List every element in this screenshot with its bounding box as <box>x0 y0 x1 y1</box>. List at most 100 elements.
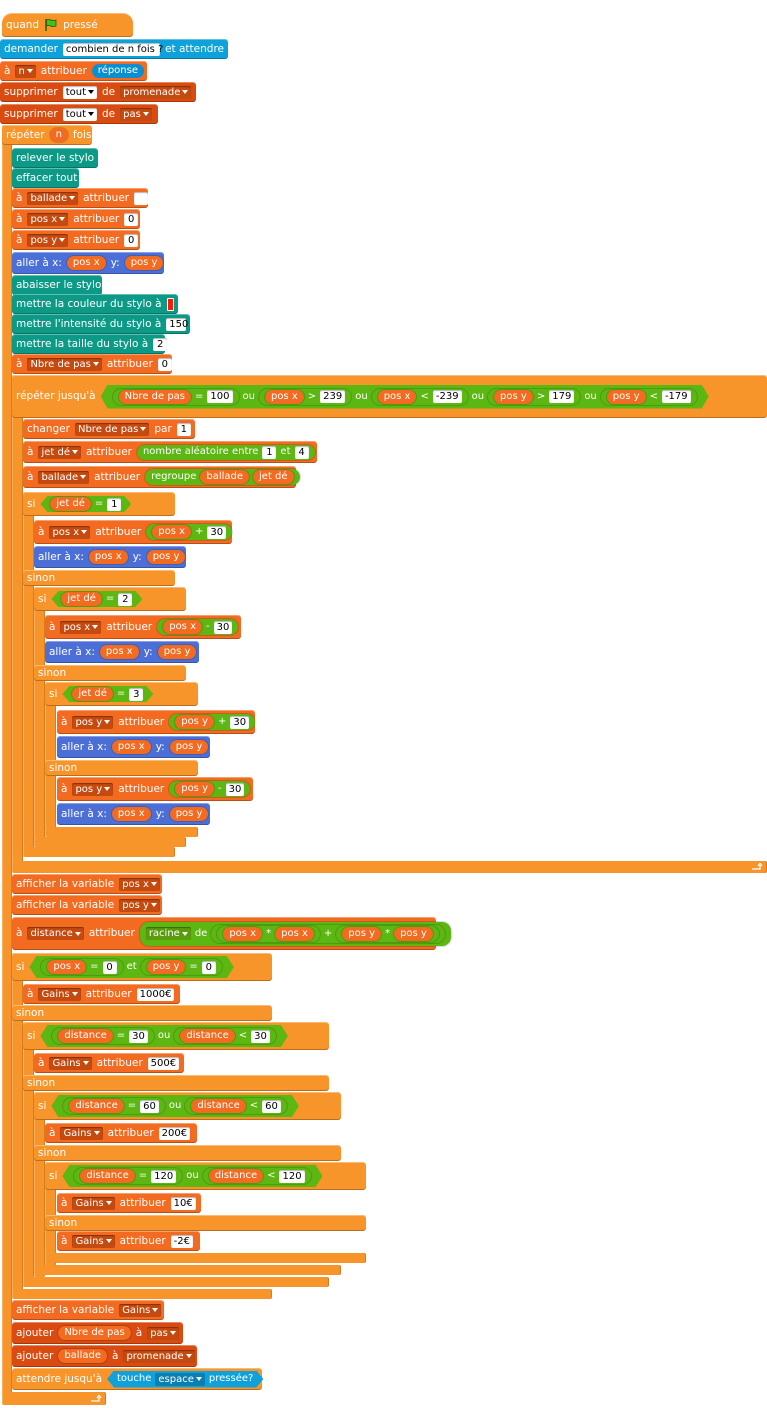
posy-reporter[interactable]: pos y <box>607 390 646 404</box>
posx-reporter[interactable]: pos x <box>111 807 151 821</box>
value-input[interactable]: 30 <box>251 1030 270 1043</box>
posx-reporter[interactable]: pos x <box>99 645 139 659</box>
distance-reporter[interactable]: distance <box>58 1029 112 1043</box>
distance-lt-condition[interactable]: distance<60 <box>185 1098 287 1114</box>
value-input[interactable]: 30 <box>213 620 233 634</box>
list-dropdown-pas[interactable]: pas <box>120 107 152 121</box>
posx-reporter[interactable]: pos x <box>378 390 417 404</box>
key-pressed-condition[interactable]: touche espace pressée? <box>107 1371 263 1388</box>
var-dropdown-posy[interactable]: pos y <box>119 898 160 912</box>
distance-eq-condition[interactable]: distance=60 <box>63 1098 165 1114</box>
pen-down-block[interactable]: abaisser le stylo <box>12 275 102 295</box>
wait-until-key-block[interactable]: attendre jusqu'à touche espace pressée? <box>12 1368 262 1390</box>
posy-reporter[interactable]: pos y <box>124 256 164 270</box>
or-condition[interactable]: distance=30 ou distance<30 <box>40 1025 287 1047</box>
var-dropdown-ballade[interactable]: ballade <box>38 470 90 484</box>
delete-all-pas-block[interactable]: supprimer tout de pas <box>0 104 158 124</box>
nbre-value-input[interactable]: 0 <box>157 357 172 371</box>
posy-times-posy[interactable]: pos y*pos y <box>336 925 439 942</box>
value-input[interactable]: 0 <box>103 961 117 974</box>
posx-reporter[interactable]: pos x <box>223 926 263 941</box>
set-distance-block[interactable]: à distance attribuer racine de pos x*pos… <box>12 917 451 950</box>
sum-reporter[interactable]: pos x*pos x + pos y*pos y <box>211 924 445 943</box>
var-dropdown-ballade[interactable]: ballade <box>27 191 79 205</box>
posy-reporter[interactable]: pos y <box>175 782 214 796</box>
var-dropdown-posx[interactable]: pos x <box>60 620 102 634</box>
ballade-reporter[interactable]: ballade <box>58 1349 107 1363</box>
pen-shade-input[interactable]: 150 <box>166 317 188 331</box>
var-dropdown-gains[interactable]: Gains <box>60 1126 103 1140</box>
posy-reporter[interactable]: pos y <box>494 390 533 404</box>
random-min-input[interactable]: 1 <box>262 445 277 459</box>
value-input[interactable]: 30 <box>225 782 245 796</box>
set-n-block[interactable]: à n attribuer réponse <box>0 61 147 81</box>
var-dropdown-gains[interactable]: Gains <box>72 1196 115 1210</box>
set-gains-200-block[interactable]: à Gains attribuer 200€ <box>45 1123 197 1143</box>
var-dropdown-posx[interactable]: pos x <box>49 525 91 539</box>
jet-reporter[interactable]: jet dé <box>253 470 294 484</box>
posx-value-input[interactable]: 0 <box>124 212 139 226</box>
set-posx-minus-block[interactable]: à pos x attribuer pos x-30 <box>45 615 241 639</box>
posy-reporter[interactable]: pos y <box>157 645 197 659</box>
posx-reporter[interactable]: pos x <box>47 960 86 974</box>
list-dropdown-promenade[interactable]: promenade <box>123 1349 195 1363</box>
set-gains-10-block[interactable]: à Gains attribuer 10€ <box>57 1193 201 1213</box>
jet-eq-1-condition[interactable]: jet dé=1 <box>40 496 131 512</box>
set-posy-minus-block[interactable]: à pos y attribuer pos y-30 <box>57 777 253 801</box>
posx-reporter[interactable]: pos x <box>152 525 191 539</box>
if-at-origin-block[interactable]: si pos x=0 et pos y=0 <box>12 953 272 981</box>
if-distance-30-block[interactable]: si distance=30 ou distance<30 <box>23 1022 329 1050</box>
var-dropdown-posy[interactable]: pos y <box>27 233 69 247</box>
jet-reporter[interactable]: jet dé <box>61 592 102 606</box>
value-input[interactable]: 30 <box>129 1030 148 1043</box>
delete-what-dropdown[interactable]: tout <box>62 85 98 99</box>
value-input[interactable]: 60 <box>262 1100 281 1113</box>
math-function-dropdown[interactable]: racine <box>145 927 191 940</box>
if-jet-equals-1-block[interactable]: si jet dé=1 <box>23 492 175 516</box>
posx-reporter[interactable]: pos x <box>265 390 304 404</box>
value-input[interactable]: 0 <box>202 961 216 974</box>
set-posx-block[interactable]: à pos x attribuer 0 <box>12 209 140 229</box>
posx-reporter[interactable]: pos x <box>88 550 128 564</box>
posx-gt-condition[interactable]: pos x>239 <box>259 389 351 405</box>
random-max-input[interactable]: 4 <box>294 445 309 459</box>
posx-reporter[interactable]: pos x <box>163 620 202 634</box>
list-dropdown-pas[interactable]: pas <box>147 1326 179 1340</box>
value-input[interactable]: 2 <box>118 593 132 606</box>
var-dropdown-distance[interactable]: distance <box>27 927 84 940</box>
pen-color-swatch[interactable] <box>166 297 174 311</box>
posy-reporter[interactable]: pos y <box>169 807 209 821</box>
var-dropdown-nbre[interactable]: Nbre de pas <box>27 357 102 371</box>
gains-value-input[interactable]: 200€ <box>158 1126 191 1140</box>
minus-reporter[interactable]: pos x-30 <box>157 619 239 635</box>
value-input[interactable]: 30 <box>230 715 250 729</box>
plus-reporter[interactable]: pos y+30 <box>169 714 256 730</box>
value-input[interactable]: 120 <box>151 1170 176 1183</box>
vm239-input[interactable]: -239 <box>433 390 462 403</box>
pen-size-input[interactable]: 2 <box>153 337 168 351</box>
var-dropdown-gains[interactable]: Gains <box>119 1303 162 1317</box>
gains-value-input[interactable]: 10€ <box>170 1196 196 1210</box>
nbre-reporter[interactable]: Nbre de pas <box>58 1326 131 1340</box>
repeat-until-block[interactable]: répéter jusqu'à Nbre de pas=100 ou pos x… <box>12 375 767 418</box>
or-condition[interactable]: distance=60 ou distance<60 <box>51 1095 298 1117</box>
posy-value-input[interactable]: 0 <box>124 233 139 247</box>
if-jet-equals-2-block[interactable]: si jet dé=2 <box>34 587 186 611</box>
change-value-input[interactable]: 1 <box>176 422 191 436</box>
limit-input[interactable]: 100 <box>207 390 232 403</box>
posx-reporter[interactable]: pos x <box>66 256 106 270</box>
var-dropdown-posy[interactable]: pos y <box>72 782 114 796</box>
or-condition-outer[interactable]: Nbre de pas=100 ou pos x>239 ou pos x<-2… <box>101 385 709 409</box>
n-reporter[interactable]: n <box>49 128 68 142</box>
value-input[interactable]: 120 <box>279 1170 304 1183</box>
if-jet-equals-3-block[interactable]: si jet dé=3 <box>45 682 198 706</box>
nbre-reporter[interactable]: Nbre de pas <box>119 390 191 404</box>
posx-reporter[interactable]: pos x <box>275 926 314 941</box>
posy-reporter[interactable]: pos y <box>175 715 214 729</box>
var-dropdown-posy[interactable]: pos y <box>72 715 114 729</box>
goto-xy-block[interactable]: aller à x: pos x y: pos y <box>57 736 210 758</box>
distance-eq-condition[interactable]: distance=30 <box>52 1028 154 1044</box>
gains-value-input[interactable]: 500€ <box>147 1056 180 1070</box>
